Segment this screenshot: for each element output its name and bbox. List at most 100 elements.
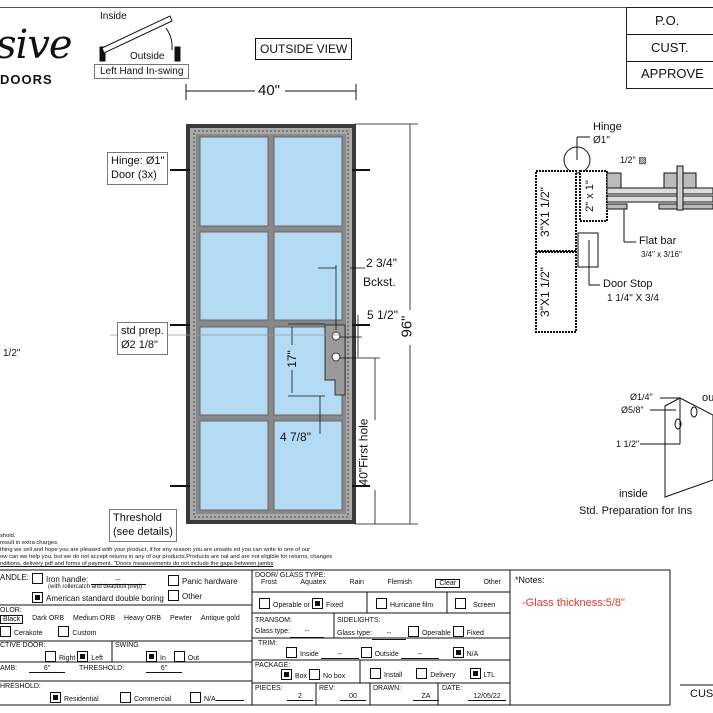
handle-other-label: Other: [182, 592, 203, 601]
color-black[interactable]: Black: [0, 615, 24, 624]
backset-label: Bckst.: [363, 275, 396, 289]
color-dark-orb[interactable]: Dark ORB: [32, 615, 65, 622]
box-label: Box: [295, 673, 308, 680]
handle-other-checkbox[interactable]: [168, 590, 179, 601]
american-boring-checkbox[interactable]: [32, 592, 43, 603]
sidelights-section: SIDELIGHTS: Glass type:-- Operable Fixed: [337, 615, 484, 640]
left-checkbox[interactable]: [77, 651, 89, 662]
glass-rain[interactable]: Rain: [349, 579, 364, 586]
glass-pane: [199, 136, 269, 227]
door-tube-size: 2" x 1": [583, 180, 596, 212]
plate-height-dimension: 17": [284, 350, 299, 368]
screen-checkbox[interactable]: [455, 598, 466, 609]
large-hole-label: Ø5/8": [621, 405, 644, 415]
drawn-value[interactable]: ZA: [413, 693, 439, 701]
threshold-section: HRESHOLD: Residential Commercial N/A: [0, 683, 252, 703]
flat-bar-size: 3/4" x 3/16": [641, 250, 682, 259]
color-antique-gold[interactable]: Antique gold: [200, 615, 240, 622]
color-pewter[interactable]: Pewter: [170, 615, 192, 622]
glass-pane: [199, 326, 269, 416]
iron-handle-value[interactable]: --: [90, 575, 146, 585]
threshold-type-label: HRESHOLD:: [0, 683, 41, 690]
trim-inside-value[interactable]: --: [320, 651, 359, 659]
box-checkbox[interactable]: [281, 669, 292, 680]
inside-label: inside: [619, 488, 648, 500]
operable-checkbox[interactable]: [259, 598, 270, 609]
trim-outside-checkbox[interactable]: [360, 647, 372, 658]
trim-outside-value[interactable]: --: [400, 651, 439, 659]
hinge-pins: [170, 169, 370, 487]
top-border: [0, 7, 713, 8]
install-checkbox[interactable]: [370, 668, 381, 679]
jamb-section-drawing: [535, 136, 713, 333]
glass-frost[interactable]: Frost: [261, 579, 277, 586]
color-section: OLOR: Black Dark ORB Medium ORB Heavy OR…: [0, 607, 252, 637]
jamb-threshold-value[interactable]: 6": [146, 665, 183, 673]
flat-bar-label: Flat bar: [639, 235, 677, 247]
swing-out-checkbox[interactable]: [173, 651, 185, 662]
panic-hardware-checkbox[interactable]: [168, 575, 179, 586]
trim-inside-checkbox[interactable]: [286, 647, 297, 658]
glass-flemish[interactable]: Flemish: [387, 579, 412, 586]
delivery-label: Delivery: [430, 672, 456, 679]
handle-section: ANDLE: Iron handle: -- (with rollercatch…: [0, 573, 252, 603]
sidelights-fixed-checkbox[interactable]: [452, 626, 464, 637]
panic-hardware-label: Panic hardware: [182, 577, 238, 586]
cust-field[interactable]: CUST.: [627, 35, 713, 62]
ltl-checkbox[interactable]: [469, 668, 481, 679]
or-label: or: [303, 602, 310, 609]
date-label: DATE:: [442, 685, 463, 692]
cerakote-checkbox[interactable]: [0, 626, 11, 637]
rev-value[interactable]: 00: [340, 693, 366, 701]
swing-in-label: In: [160, 655, 166, 662]
hurricane-checkbox[interactable]: [376, 598, 387, 609]
glass-thickness-note: -Glass thickness:5/8": [522, 597, 625, 609]
no-box-checkbox[interactable]: [309, 669, 321, 680]
right-checkbox[interactable]: [45, 651, 56, 662]
threshold-na-checkbox[interactable]: [190, 692, 201, 703]
color-medium-orb[interactable]: Medium ORB: [73, 615, 116, 622]
date-value[interactable]: 12/05/22: [468, 693, 506, 701]
glass-other[interactable]: Other: [483, 579, 501, 586]
fixed-checkbox[interactable]: [311, 598, 323, 609]
glass-clear-selected[interactable]: Clear: [435, 579, 461, 588]
lock-hole-top: [331, 331, 341, 341]
commercial-label: Commercial: [134, 696, 172, 703]
trim-section: TRIM: Inside -- Outside -- N/A: [258, 640, 478, 659]
pieces-value[interactable]: 2: [287, 693, 313, 701]
screen-label: Screen: [473, 602, 496, 609]
glass-type-label: DOOR/ GLASS TYPE:: [255, 572, 326, 579]
custom-checkbox[interactable]: [58, 626, 70, 637]
transom-glass-value[interactable]: --: [290, 626, 325, 638]
delivery-checkbox[interactable]: [416, 668, 428, 679]
section-bar-size: 1/2" ▨: [620, 155, 647, 165]
sidelights-label: SIDELIGHTS:: [337, 617, 381, 624]
footer-cust-label: CUS: [690, 688, 713, 700]
form-grid: [0, 569, 713, 706]
sidelights-glass-value[interactable]: --: [372, 628, 407, 640]
glass-pane: [273, 136, 343, 227]
sidelights-operable-checkbox[interactable]: [407, 626, 419, 637]
commercial-checkbox[interactable]: [120, 692, 131, 703]
bottom-offset-dimension: 4 7/8": [280, 430, 311, 444]
fixed-label: Fixed: [325, 602, 344, 609]
trim-inside-label: Inside: [300, 651, 319, 658]
jamb-value[interactable]: 6": [29, 665, 66, 673]
swing-in-checkbox[interactable]: [146, 651, 157, 662]
glass-type-section: DOOR/ GLASS TYPE: Frost Aquatex Rain Fle…: [255, 572, 507, 588]
iron-handle-label: Iron handle:: [46, 575, 89, 584]
outside-label: ou: [702, 392, 713, 404]
residential-label: Residential: [64, 696, 99, 703]
iron-handle-checkbox[interactable]: [32, 573, 43, 584]
color-heavy-orb[interactable]: Heavy ORB: [124, 615, 162, 622]
hole-spacing-dimension: 5 1/2": [367, 308, 398, 322]
trim-na-checkbox[interactable]: [452, 647, 464, 658]
left-partial-dimension: 1/2": [3, 348, 21, 359]
trim-outside-label: Outside: [374, 651, 399, 658]
pieces-label: PIECES:: [255, 685, 283, 692]
fine-print-line: result in extra charges.: [0, 540, 59, 546]
residential-checkbox[interactable]: [50, 692, 61, 703]
approve-field[interactable]: APPROVE: [641, 66, 704, 81]
po-field[interactable]: P.O.: [627, 8, 713, 35]
glass-aquatex[interactable]: Aquatex: [300, 579, 327, 586]
